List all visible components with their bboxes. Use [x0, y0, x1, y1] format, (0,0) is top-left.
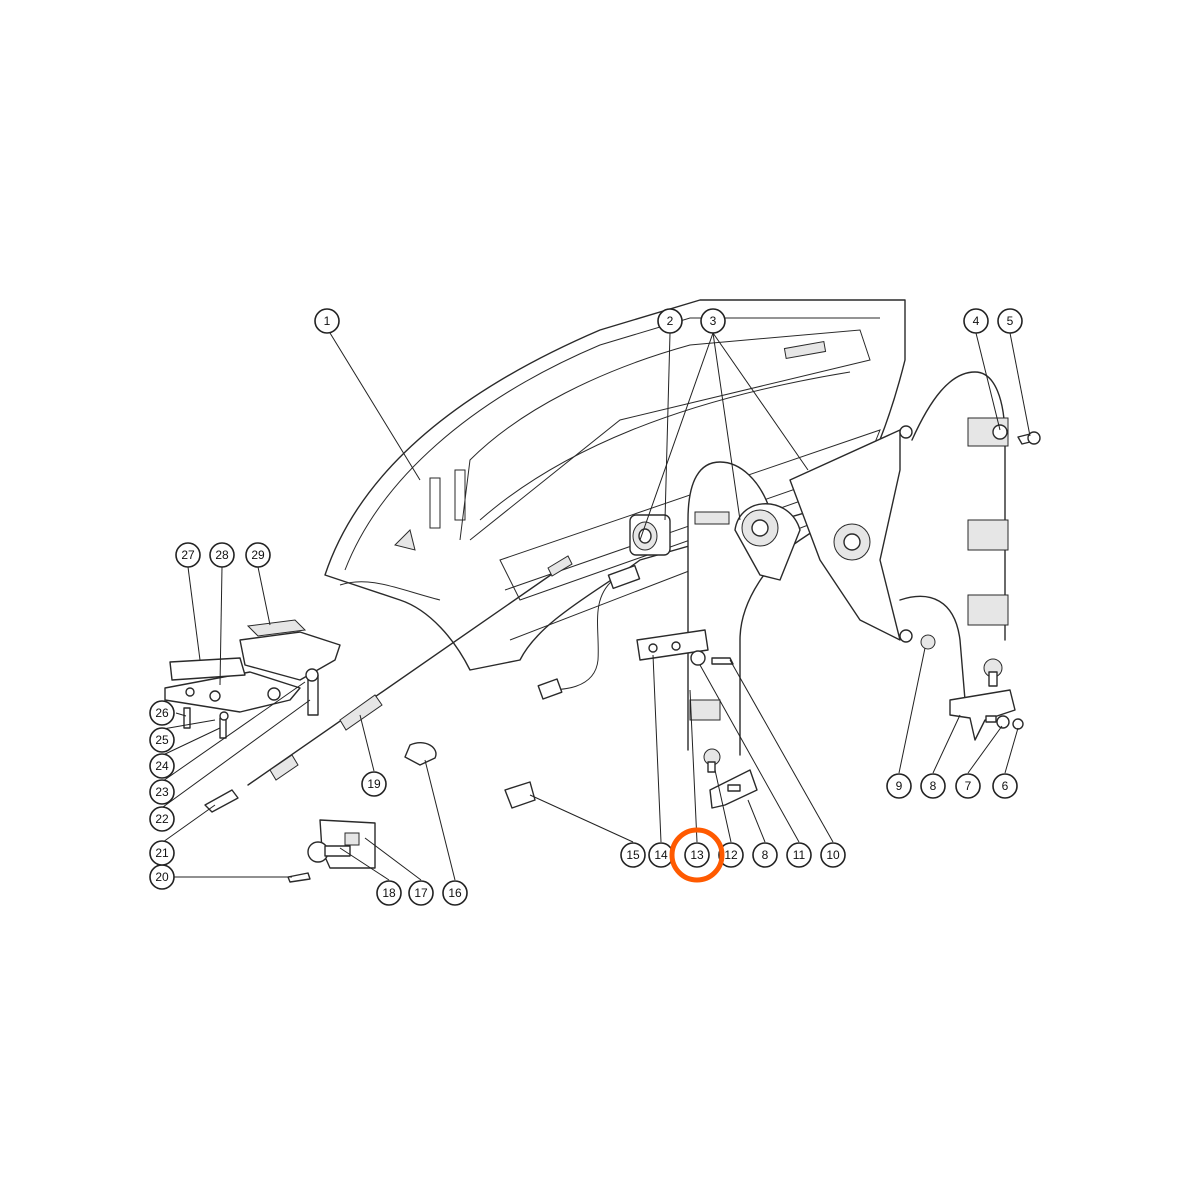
svg-text:22: 22 — [155, 812, 169, 826]
callout-18: 18 — [376, 880, 402, 906]
callout-25: 25 — [149, 727, 175, 753]
svg-text:11: 11 — [793, 848, 806, 862]
callout-29: 29 — [245, 542, 271, 568]
svg-text:23: 23 — [155, 785, 169, 799]
callout-8-right: 8 — [920, 773, 946, 799]
callout-21: 21 — [149, 840, 175, 866]
window-regulator — [687, 371, 1009, 756]
callout-17: 17 — [408, 880, 434, 906]
callout-19: 19 — [361, 771, 387, 797]
callout-12: 12 — [718, 842, 744, 868]
right-fasteners — [920, 431, 1041, 741]
callout-3: 3 — [700, 308, 726, 334]
svg-text:10: 10 — [826, 848, 840, 862]
callouts: 1 2 3 4 5 6 7 8 9 10 11 8 12 13 14 15 16… — [149, 308, 1023, 906]
svg-text:26: 26 — [155, 706, 169, 720]
callout-16: 16 — [442, 880, 468, 906]
svg-text:20: 20 — [155, 870, 169, 884]
svg-text:5: 5 — [1007, 314, 1014, 328]
svg-text:6: 6 — [1002, 779, 1009, 793]
callout-11: 11 — [786, 842, 812, 868]
callout-2: 2 — [657, 308, 683, 334]
callout-10: 10 — [820, 842, 846, 868]
highlight-ring — [669, 827, 725, 883]
release-cable — [247, 555, 641, 786]
svg-text:29: 29 — [251, 548, 265, 562]
svg-text:1: 1 — [324, 314, 331, 328]
callout-20: 20 — [149, 864, 175, 890]
lock-assembly — [287, 819, 376, 883]
callout-28: 28 — [209, 542, 235, 568]
svg-text:24: 24 — [155, 759, 169, 773]
hinge-assembly — [164, 619, 341, 813]
callout-1: 1 — [314, 308, 340, 334]
window-motor — [629, 514, 671, 556]
leader-lines — [162, 332, 1031, 881]
callout-15: 15 — [620, 842, 646, 868]
svg-text:19: 19 — [367, 777, 381, 791]
svg-text:14: 14 — [654, 848, 668, 862]
svg-text:3: 3 — [710, 314, 717, 328]
callout-5: 5 — [997, 308, 1023, 334]
callout-13: 13 — [684, 842, 710, 868]
callout-6: 6 — [992, 773, 1018, 799]
callout-26: 26 — [149, 700, 175, 726]
svg-text:8: 8 — [930, 779, 937, 793]
svg-text:9: 9 — [896, 779, 903, 793]
svg-text:16: 16 — [448, 886, 462, 900]
clip-and-connector — [404, 741, 536, 809]
svg-text:27: 27 — [181, 548, 195, 562]
svg-text:7: 7 — [965, 779, 972, 793]
svg-text:8: 8 — [762, 848, 769, 862]
svg-text:4: 4 — [973, 314, 980, 328]
callout-4: 4 — [963, 308, 989, 334]
svg-text:18: 18 — [382, 886, 396, 900]
svg-text:25: 25 — [155, 733, 169, 747]
callout-27: 27 — [175, 542, 201, 568]
callout-22: 22 — [149, 806, 175, 832]
svg-text:13: 13 — [690, 848, 704, 862]
svg-text:17: 17 — [414, 886, 428, 900]
svg-text:2: 2 — [667, 314, 674, 328]
svg-text:28: 28 — [215, 548, 229, 562]
callout-14: 14 — [648, 842, 674, 868]
svg-text:12: 12 — [724, 848, 738, 862]
callout-7: 7 — [955, 773, 981, 799]
callout-23: 23 — [149, 779, 175, 805]
callout-8-lower: 8 — [752, 842, 778, 868]
callout-24: 24 — [149, 753, 175, 779]
svg-text:21: 21 — [155, 846, 169, 860]
callout-9: 9 — [886, 773, 912, 799]
svg-text:15: 15 — [626, 848, 640, 862]
